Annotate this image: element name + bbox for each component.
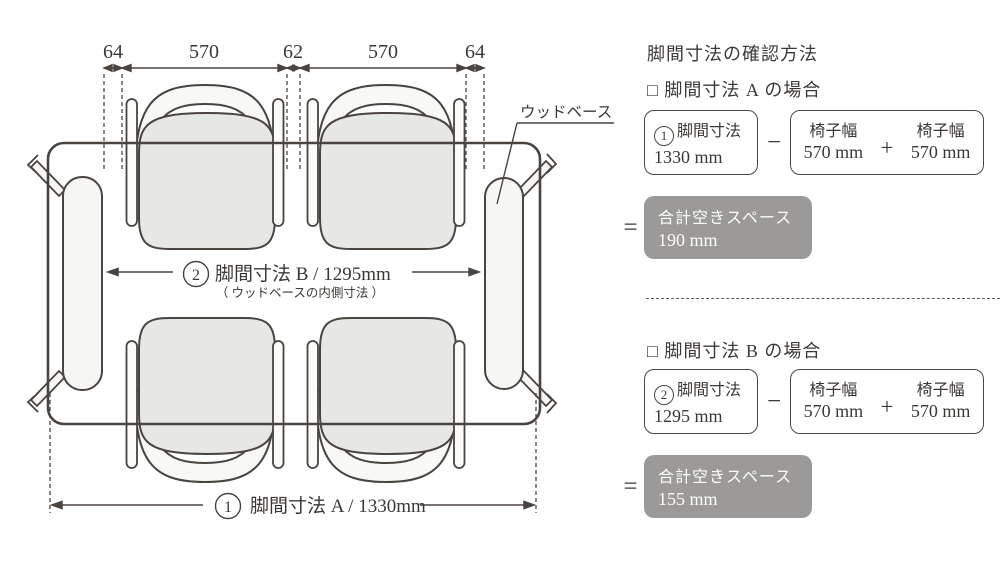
wood-base-left: [62, 176, 103, 391]
dashed-divider: [646, 298, 1000, 299]
dim-box-value: 1330 mm: [654, 147, 723, 167]
minus-operator: −: [766, 128, 782, 156]
chair-width-value: 570 mm: [910, 401, 971, 421]
section-b-result-box: 合計空きスペース 155 mm: [644, 455, 812, 518]
panel-title: 脚間寸法の確認方法: [647, 44, 818, 64]
section-b-chair-box: 椅子幅 570 mm + 椅子幅 570 mm: [790, 369, 984, 434]
chair-width-value: 570 mm: [803, 142, 864, 162]
chair-top-left: [125, 84, 285, 250]
wood-base-right: [484, 177, 524, 390]
chair-width-label: 椅子幅: [916, 382, 965, 399]
chair-width-left: 椅子幅 570 mm: [804, 117, 864, 168]
floor-plan-diagram: 64 570 62 570 64 2 脚間寸法 B / 1295mm （ ウッド…: [26, 41, 614, 520]
dimension-b-label: 脚間寸法 B / 1295mm: [215, 263, 391, 285]
leg-tip-top-left: [26, 154, 39, 175]
wood-base-leader-line: [496, 122, 518, 205]
section-b-result: = 合計空きスペース 155 mm: [617, 455, 812, 518]
chair-width-label: 椅子幅: [809, 123, 858, 140]
chair-bottom-left: [125, 317, 285, 483]
result-value: 190 mm: [658, 230, 718, 250]
circled-number-badge: 2: [654, 385, 674, 405]
section-a-result-box: 合計空きスペース 190 mm: [644, 196, 812, 259]
result-label: 合計空きスペース: [658, 210, 793, 227]
dimension-b-sublabel: （ ウッドベースの内側寸法 ）: [216, 286, 384, 300]
dimension-a: 1 脚間寸法 A / 1330mm: [49, 393, 537, 520]
minus-operator: −: [766, 387, 782, 415]
section-b-heading: □ 脚間寸法 B の場合: [647, 341, 822, 361]
leg-tip-bottom-left: [26, 392, 39, 413]
section-a-result: = 合計空きスペース 190 mm: [617, 196, 812, 259]
plus-operator: +: [880, 393, 894, 419]
circled-number-badge: 1: [654, 126, 674, 146]
leg-tip-top-right: [546, 153, 558, 174]
dim-label-570-right: 570: [368, 41, 398, 63]
plus-operator: +: [880, 134, 894, 160]
result-value: 155 mm: [658, 489, 718, 509]
equals-operator: =: [623, 472, 638, 500]
top-dimension: 64 570 62 570 64: [102, 41, 486, 172]
chair-width-left: 椅子幅 570 mm: [804, 376, 864, 427]
chair-top-right: [306, 84, 466, 250]
dim-box-value: 1295 mm: [654, 406, 723, 426]
chair-width-value: 570 mm: [803, 401, 864, 421]
circled-number-1: [214, 492, 242, 520]
dimension-b: 2 脚間寸法 B / 1295mm （ ウッドベースの内側寸法 ）: [105, 260, 482, 300]
chair-width-right: 椅子幅 570 mm: [911, 376, 971, 427]
wood-base-label: ウッドベース: [520, 103, 612, 121]
dim-label-64-left: 64: [103, 41, 123, 63]
wood-base-callout: ウッドベース: [496, 103, 614, 205]
dimension-a-label: 脚間寸法 A / 1330mm: [250, 495, 426, 517]
top-dimension-arrows: [102, 63, 486, 73]
section-a-heading: □ 脚間寸法 A の場合: [647, 80, 822, 100]
chair-width-label: 椅子幅: [916, 123, 965, 140]
equals-operator: =: [623, 213, 638, 241]
result-label: 合計空きスペース: [658, 469, 793, 486]
leg-tip-bottom-right: [546, 393, 558, 414]
chair-width-value: 570 mm: [910, 142, 971, 162]
chair-width-label: 椅子幅: [809, 382, 858, 399]
circled-number-2: [182, 260, 210, 288]
circled-number-2-text: 2: [192, 267, 200, 284]
leg-top-right: [516, 159, 554, 198]
circled-number-1-text: 1: [224, 499, 232, 516]
bottom-extension-lines: [49, 393, 537, 513]
dim-label-62: 62: [283, 41, 303, 63]
chair-width-right: 椅子幅 570 mm: [911, 117, 971, 168]
dim-box-label-text: 脚間寸法: [677, 382, 742, 399]
top-extension-lines: [103, 74, 485, 172]
leg-bottom-right: [516, 369, 554, 408]
table-outline: [46, 141, 542, 426]
section-a-chair-box: 椅子幅 570 mm + 椅子幅 570 mm: [790, 110, 984, 175]
chair-bottom-right: [306, 317, 466, 483]
dim-label-570-left: 570: [189, 41, 219, 63]
dim-box-label-text: 脚間寸法: [677, 123, 742, 140]
dim-label-64-right: 64: [465, 41, 485, 63]
